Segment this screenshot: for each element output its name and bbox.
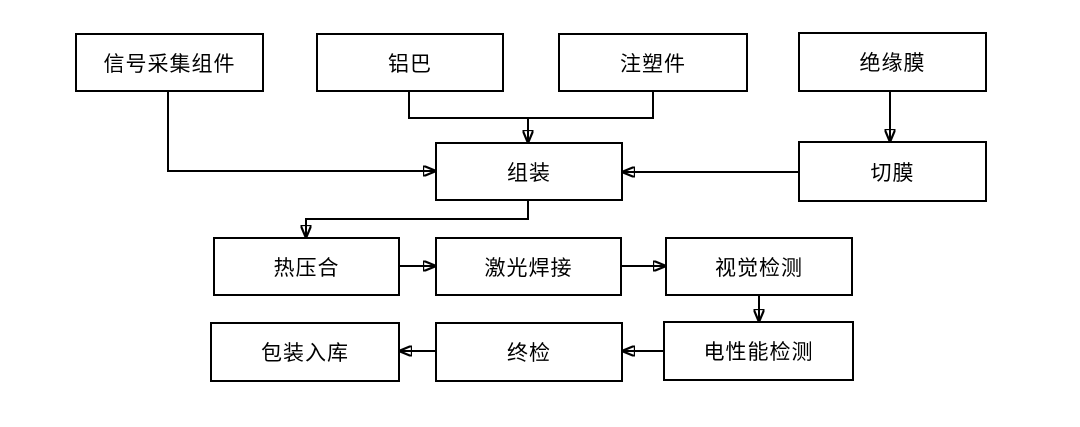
node-label: 组装: [507, 160, 551, 185]
edge-merge-aluminum-injection: [408, 92, 654, 119]
node-label: 视觉检测: [715, 255, 803, 280]
node-aluminum-busbar: 铝巴: [316, 33, 504, 92]
node-label: 激光焊接: [484, 255, 573, 280]
node-label: 切膜: [870, 160, 915, 185]
node-label: 信号采集组件: [103, 51, 236, 76]
edge-signal-to-assembly: [167, 92, 435, 171]
node-label: 终检: [507, 341, 551, 365]
node-label: 注塑件: [620, 51, 686, 76]
node-laser-welding: 激光焊接: [435, 237, 622, 296]
node-label: 包装入库: [261, 341, 349, 365]
node-assembly: 组装: [435, 142, 623, 201]
edge-assembly-to-hotpress: [306, 200, 529, 237]
node-hot-pressing: 热压合: [213, 237, 400, 296]
node-final-inspection: 终检: [435, 322, 623, 382]
node-packaging-warehousing: 包装入库: [210, 322, 400, 382]
node-label: 铝巴: [388, 51, 432, 76]
node-visual-inspection: 视觉检测: [665, 237, 853, 296]
node-injection-molded-part: 注塑件: [558, 33, 748, 92]
node-signal-collection-component: 信号采集组件: [75, 33, 264, 92]
node-insulation-film: 绝缘膜: [798, 32, 987, 92]
node-film-cutting: 切膜: [798, 141, 987, 202]
node-label: 电性能检测: [703, 340, 814, 364]
node-label: 绝缘膜: [859, 51, 926, 75]
node-electrical-performance-test: 电性能检测: [663, 321, 854, 381]
node-label: 热压合: [273, 255, 340, 280]
